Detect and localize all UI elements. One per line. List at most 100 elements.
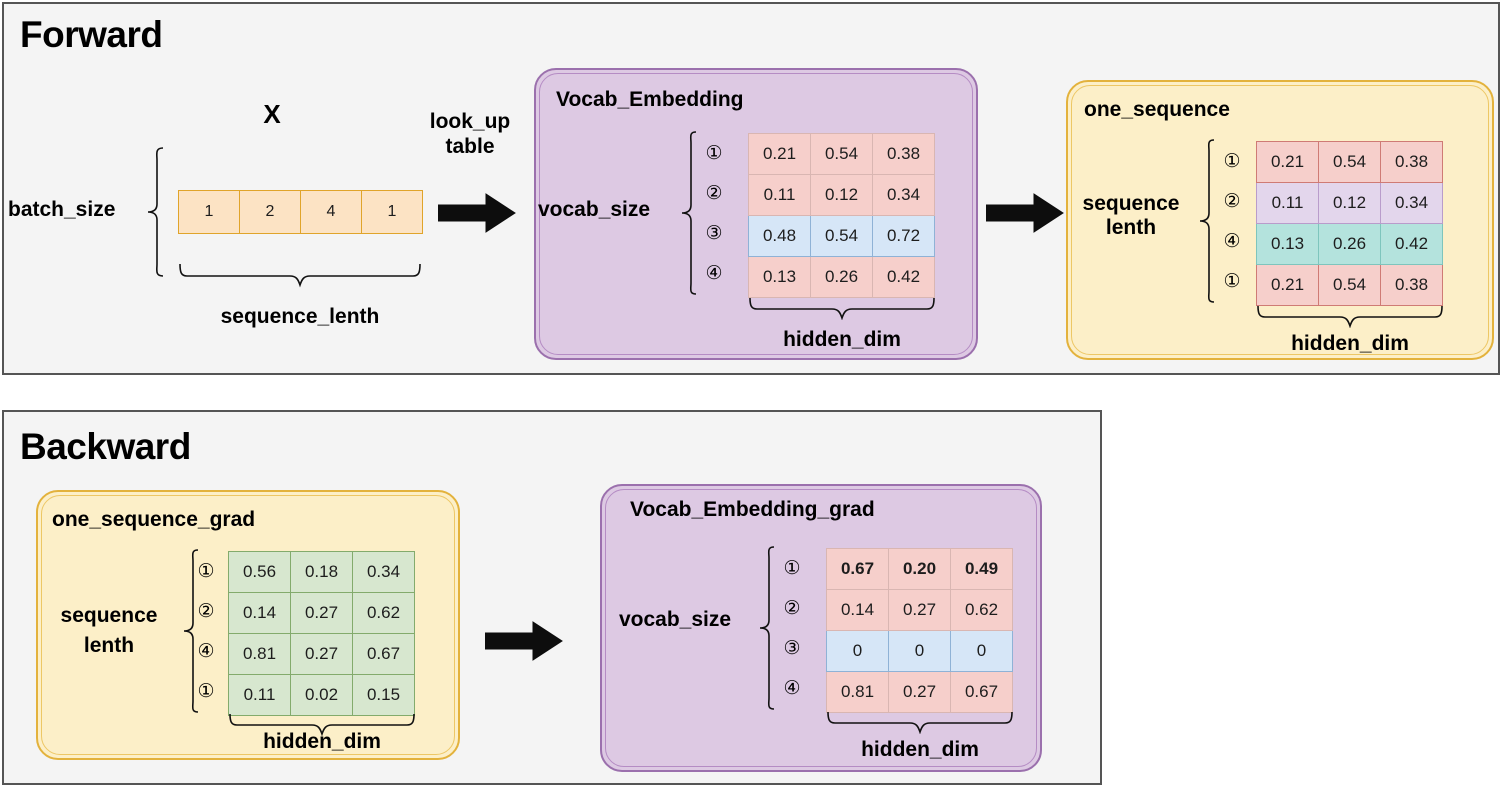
matrix-cell: 0.38 (872, 133, 935, 175)
hidden-dim-label-one-sequence: hidden_dim (1291, 332, 1409, 355)
matrix-cell: 0.48 (748, 215, 811, 257)
matrix-cell: 0.13 (748, 256, 811, 298)
matrix-cell: 0.11 (1256, 182, 1319, 224)
vocab-size-label-grad: vocab_size (618, 608, 732, 631)
lookup-arrow-label-line1: look_up (429, 110, 511, 133)
matrix-cell: 0 (950, 630, 1013, 672)
lookup-arrow-label-line2: table (445, 135, 495, 158)
table-row: 0.81 0.27 0.67 (826, 671, 1013, 713)
x-cell: 1 (178, 190, 240, 234)
sequence-lenth-brace (178, 262, 422, 288)
table-row: 0.21 0.54 0.38 (1256, 141, 1443, 183)
matrix-cell: 0.72 (872, 215, 935, 257)
one-sequence-grad-box-inner-border (41, 495, 455, 755)
table-row: 0.48 0.54 0.72 (748, 215, 935, 257)
table-row: 0.11 0.12 0.34 (1256, 182, 1443, 224)
hidden-dim-brace-one-sequence-grad (228, 712, 416, 737)
row-index: ① (705, 142, 723, 164)
row-index: ② (783, 597, 801, 619)
one-sequence-box-inner-border (1071, 85, 1489, 355)
table-row: 0.56 0.18 0.34 (228, 551, 415, 593)
row-index: ① (197, 680, 215, 702)
matrix-cell: 0.54 (810, 133, 873, 175)
matrix-cell: 0.27 (290, 592, 353, 634)
row-index: ① (1223, 150, 1241, 172)
table-row: 0.21 0.54 0.38 (1256, 264, 1443, 306)
table-row: 0.81 0.27 0.67 (228, 633, 415, 675)
vocab-size-brace-grad (758, 545, 776, 711)
row-index: ② (197, 600, 215, 622)
one-sequence-row-indices: ① ② ④ ① (1216, 141, 1248, 301)
sequence-lenth-label-one-sequence-line2: lenth (1105, 216, 1157, 239)
x-token-row: 1 2 4 1 (178, 190, 423, 234)
matrix-cell: 0.67 (950, 671, 1013, 713)
row-index: ④ (197, 640, 215, 662)
matrix-cell: 0.67 (352, 633, 415, 675)
row-index: ③ (783, 637, 801, 659)
matrix-cell: 0.54 (810, 215, 873, 257)
lookup-arrow-icon (437, 192, 516, 234)
matrix-cell: 0.26 (810, 256, 873, 298)
table-row: 0.67 0.20 0.49 (826, 548, 1013, 590)
table-row: 0.11 0.12 0.34 (748, 174, 935, 216)
matrix-cell: 0.27 (290, 633, 353, 675)
vocab-embedding-grad-matrix: 0.67 0.20 0.49 0.14 0.27 0.62 0 0 0 0.81… (826, 548, 1013, 713)
matrix-cell: 0.18 (290, 551, 353, 593)
matrix-cell: 0.11 (228, 674, 291, 716)
forward-transfer-arrow-icon (985, 192, 1064, 234)
table-row: 0.13 0.26 0.42 (1256, 223, 1443, 265)
matrix-cell: 0.26 (1318, 223, 1381, 265)
row-index: ④ (705, 262, 723, 284)
sequence-lenth-brace-grad (182, 548, 200, 714)
row-index: ① (197, 560, 215, 582)
one-sequence-grad-row-indices: ① ② ④ ① (190, 551, 222, 711)
vocab-embedding-row-indices: ① ② ③ ④ (698, 133, 730, 293)
hidden-dim-brace-one-sequence (1256, 304, 1444, 329)
table-row: 1 2 4 1 (178, 190, 423, 234)
vocab-embedding-grad-row-indices: ① ② ③ ④ (776, 548, 808, 708)
matrix-cell: 0.54 (1318, 264, 1381, 306)
sequence-lenth-label-grad-line1: sequence (60, 604, 158, 627)
matrix-cell: 0.67 (826, 548, 889, 590)
matrix-cell: 0.02 (290, 674, 353, 716)
table-row: 0.14 0.27 0.62 (826, 589, 1013, 631)
matrix-cell: 0.27 (888, 589, 951, 631)
hidden-dim-label-one-sequence-grad: hidden_dim (263, 730, 381, 753)
x-cell: 4 (300, 190, 362, 234)
row-index: ③ (705, 222, 723, 244)
sequence-lenth-label-grad-line2: lenth (83, 634, 135, 657)
table-row: 0 0 0 (826, 630, 1013, 672)
matrix-cell: 0.21 (748, 133, 811, 175)
table-row: 0.11 0.02 0.15 (228, 674, 415, 716)
one-sequence-grad-matrix: 0.56 0.18 0.34 0.14 0.27 0.62 0.81 0.27 … (228, 551, 415, 716)
table-row: 0.13 0.26 0.42 (748, 256, 935, 298)
table-row: 0.14 0.27 0.62 (228, 592, 415, 634)
vocab-size-label: vocab_size (538, 198, 651, 221)
matrix-cell: 0.42 (1380, 223, 1443, 265)
row-index: ① (783, 557, 801, 579)
matrix-cell: 0.62 (352, 592, 415, 634)
matrix-cell: 0.54 (1318, 141, 1381, 183)
forward-panel-title: Forward (20, 14, 163, 55)
matrix-cell: 0.34 (352, 551, 415, 593)
matrix-cell: 0.62 (950, 589, 1013, 631)
matrix-cell: 0 (888, 630, 951, 672)
hidden-dim-brace-vocab-embedding-grad (826, 710, 1014, 735)
matrix-cell: 0.34 (1380, 182, 1443, 224)
matrix-cell: 0.20 (888, 548, 951, 590)
one-sequence-title: one_sequence (1084, 98, 1230, 121)
vocab-embedding-title: Vocab_Embedding (556, 88, 744, 111)
matrix-cell: 0.14 (228, 592, 291, 634)
row-index: ④ (1223, 230, 1241, 252)
matrix-cell: 0.12 (810, 174, 873, 216)
x-label: X (263, 99, 281, 129)
backward-panel-title: Backward (20, 426, 191, 467)
x-cell: 2 (239, 190, 301, 234)
matrix-cell: 0.34 (872, 174, 935, 216)
matrix-cell: 0.15 (352, 674, 415, 716)
matrix-cell: 0.81 (826, 671, 889, 713)
matrix-cell: 0.81 (228, 633, 291, 675)
vocab-embedding-matrix: 0.21 0.54 0.38 0.11 0.12 0.34 0.48 0.54 … (748, 133, 935, 298)
matrix-cell: 0.21 (1256, 141, 1319, 183)
